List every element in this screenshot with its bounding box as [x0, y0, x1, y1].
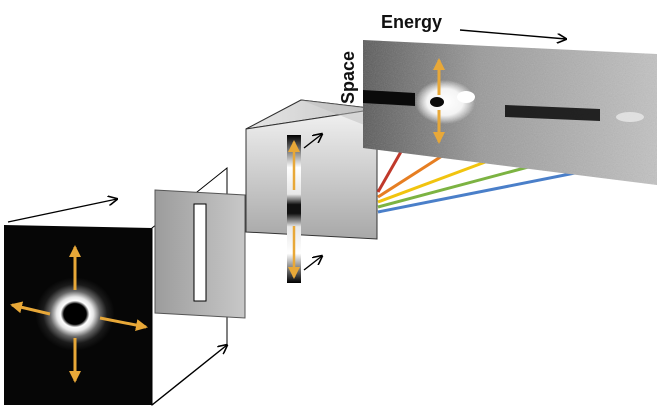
arrow-icon — [7, 199, 117, 223]
space-label: Space — [338, 51, 358, 104]
spectrum-strip — [287, 134, 322, 283]
double-arrow-icon — [10, 245, 148, 383]
dispersion-rays — [376, 149, 581, 214]
energy-axis-arrow-icon — [459, 29, 566, 39]
arrow-icon — [303, 256, 322, 271]
eels-spectrum-image — [363, 40, 657, 185]
prism — [245, 99, 378, 240]
arrow-icon — [303, 134, 322, 149]
energy-label: Energy — [381, 12, 442, 32]
arrow-icon — [151, 345, 227, 406]
slit-panel — [154, 189, 246, 319]
